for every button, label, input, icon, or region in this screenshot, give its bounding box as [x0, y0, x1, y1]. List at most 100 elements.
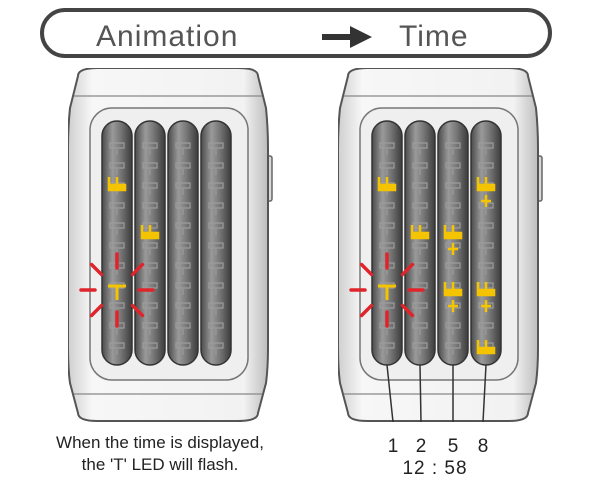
led-segment-unlit	[142, 142, 158, 149]
led-segment-unlit	[175, 222, 191, 229]
led-segment-unlit	[445, 202, 461, 209]
arrow-right-icon	[322, 26, 372, 48]
led-segment-unlit	[208, 182, 224, 189]
led-lit	[377, 177, 397, 192]
led-segment-unlit	[109, 162, 125, 169]
digit-1: 1	[387, 436, 399, 457]
led-lit-plus	[481, 195, 491, 207]
digit-3: 5	[447, 436, 459, 457]
led-segment-unlit	[142, 322, 158, 329]
led-segment-unlit	[412, 182, 428, 189]
led-lit	[410, 225, 430, 240]
led-segment-unlit	[412, 162, 428, 169]
led-segment-unlit	[412, 342, 428, 349]
led-segment-unlit	[445, 142, 461, 149]
leader-line	[386, 364, 394, 422]
digit-4: 8	[477, 436, 489, 457]
leader-line	[419, 364, 422, 422]
flash-burst-icon	[349, 252, 425, 328]
led-segment-unlit	[208, 282, 224, 289]
led-segment-unlit	[478, 262, 494, 269]
led-segment-unlit	[175, 242, 191, 249]
led-segment-unlit	[109, 222, 125, 229]
led-lit	[140, 225, 160, 240]
led-segment-unlit	[412, 302, 428, 309]
led-segment-unlit	[445, 342, 461, 349]
led-lit	[476, 340, 496, 355]
led-lit-plus	[481, 300, 491, 312]
caption-line-1: When the time is displayed,	[56, 433, 264, 452]
led-segment-unlit	[379, 142, 395, 149]
led-lit-plus	[448, 243, 458, 255]
led-segment-unlit	[109, 202, 125, 209]
led-segment-unlit	[208, 242, 224, 249]
led-segment-unlit	[175, 202, 191, 209]
led-segment-unlit	[175, 322, 191, 329]
led-segment-unlit	[142, 242, 158, 249]
led-segment-unlit	[379, 162, 395, 169]
led-segment-unlit	[208, 262, 224, 269]
led-segment-unlit	[208, 322, 224, 329]
led-segment-unlit	[142, 302, 158, 309]
led-segment-unlit	[412, 142, 428, 149]
led-segment-unlit	[208, 162, 224, 169]
led-segment-unlit	[208, 342, 224, 349]
led-segment-unlit	[478, 322, 494, 329]
led-segment-unlit	[109, 342, 125, 349]
caption: When the time is displayed, the 'T' LED …	[0, 432, 320, 476]
led-lit	[443, 225, 463, 240]
digit-2: 2	[415, 436, 427, 457]
led-segment-unlit	[445, 182, 461, 189]
led-segment-unlit	[109, 242, 125, 249]
time-readout: 12 : 58	[402, 458, 468, 479]
led-lit	[476, 282, 496, 297]
leader-line	[482, 364, 487, 422]
led-segment-unlit	[109, 142, 125, 149]
led-segment-unlit	[208, 142, 224, 149]
led-segment-unlit	[175, 142, 191, 149]
flash-burst-icon	[79, 252, 155, 328]
t-led	[108, 284, 126, 300]
led-segment-unlit	[142, 282, 158, 289]
led-segment-unlit	[142, 202, 158, 209]
led-segment-unlit	[208, 202, 224, 209]
led-segment-unlit	[175, 342, 191, 349]
led-segment-unlit	[142, 342, 158, 349]
watch-time	[338, 68, 543, 422]
led-segment-unlit	[379, 202, 395, 209]
caption-line-2: the 'T' LED will flash.	[81, 455, 239, 474]
led-lit	[476, 177, 496, 192]
led-segment-unlit	[412, 322, 428, 329]
led-lit-plus	[448, 300, 458, 312]
led-segment-unlit	[445, 162, 461, 169]
led-segment-unlit	[478, 222, 494, 229]
led-segment-unlit	[175, 302, 191, 309]
led-segment-unlit	[175, 182, 191, 189]
t-led	[378, 284, 396, 300]
led-segment-unlit	[379, 242, 395, 249]
led-lit	[107, 177, 127, 192]
led-segment-unlit	[208, 302, 224, 309]
mode-banner: Animation Time	[40, 8, 552, 58]
led-segment-unlit	[208, 222, 224, 229]
led-segment-unlit	[175, 282, 191, 289]
watch-animation	[68, 68, 273, 422]
led-segment-unlit	[412, 242, 428, 249]
led-segment-unlit	[109, 302, 125, 309]
led-segment-unlit	[478, 142, 494, 149]
led-segment-unlit	[412, 282, 428, 289]
led-segment-unlit	[478, 162, 494, 169]
led-segment-unlit	[379, 342, 395, 349]
led-lit	[443, 282, 463, 297]
led-segment-unlit	[445, 322, 461, 329]
led-segment-unlit	[379, 302, 395, 309]
led-segment-unlit	[412, 202, 428, 209]
led-segment-unlit	[175, 162, 191, 169]
led-segment-unlit	[142, 182, 158, 189]
led-segment-unlit	[379, 222, 395, 229]
animation-label: Animation	[96, 20, 239, 53]
time-label: Time	[399, 20, 469, 53]
led-segment-unlit	[175, 262, 191, 269]
led-segment-unlit	[445, 262, 461, 269]
led-segment-unlit	[142, 162, 158, 169]
